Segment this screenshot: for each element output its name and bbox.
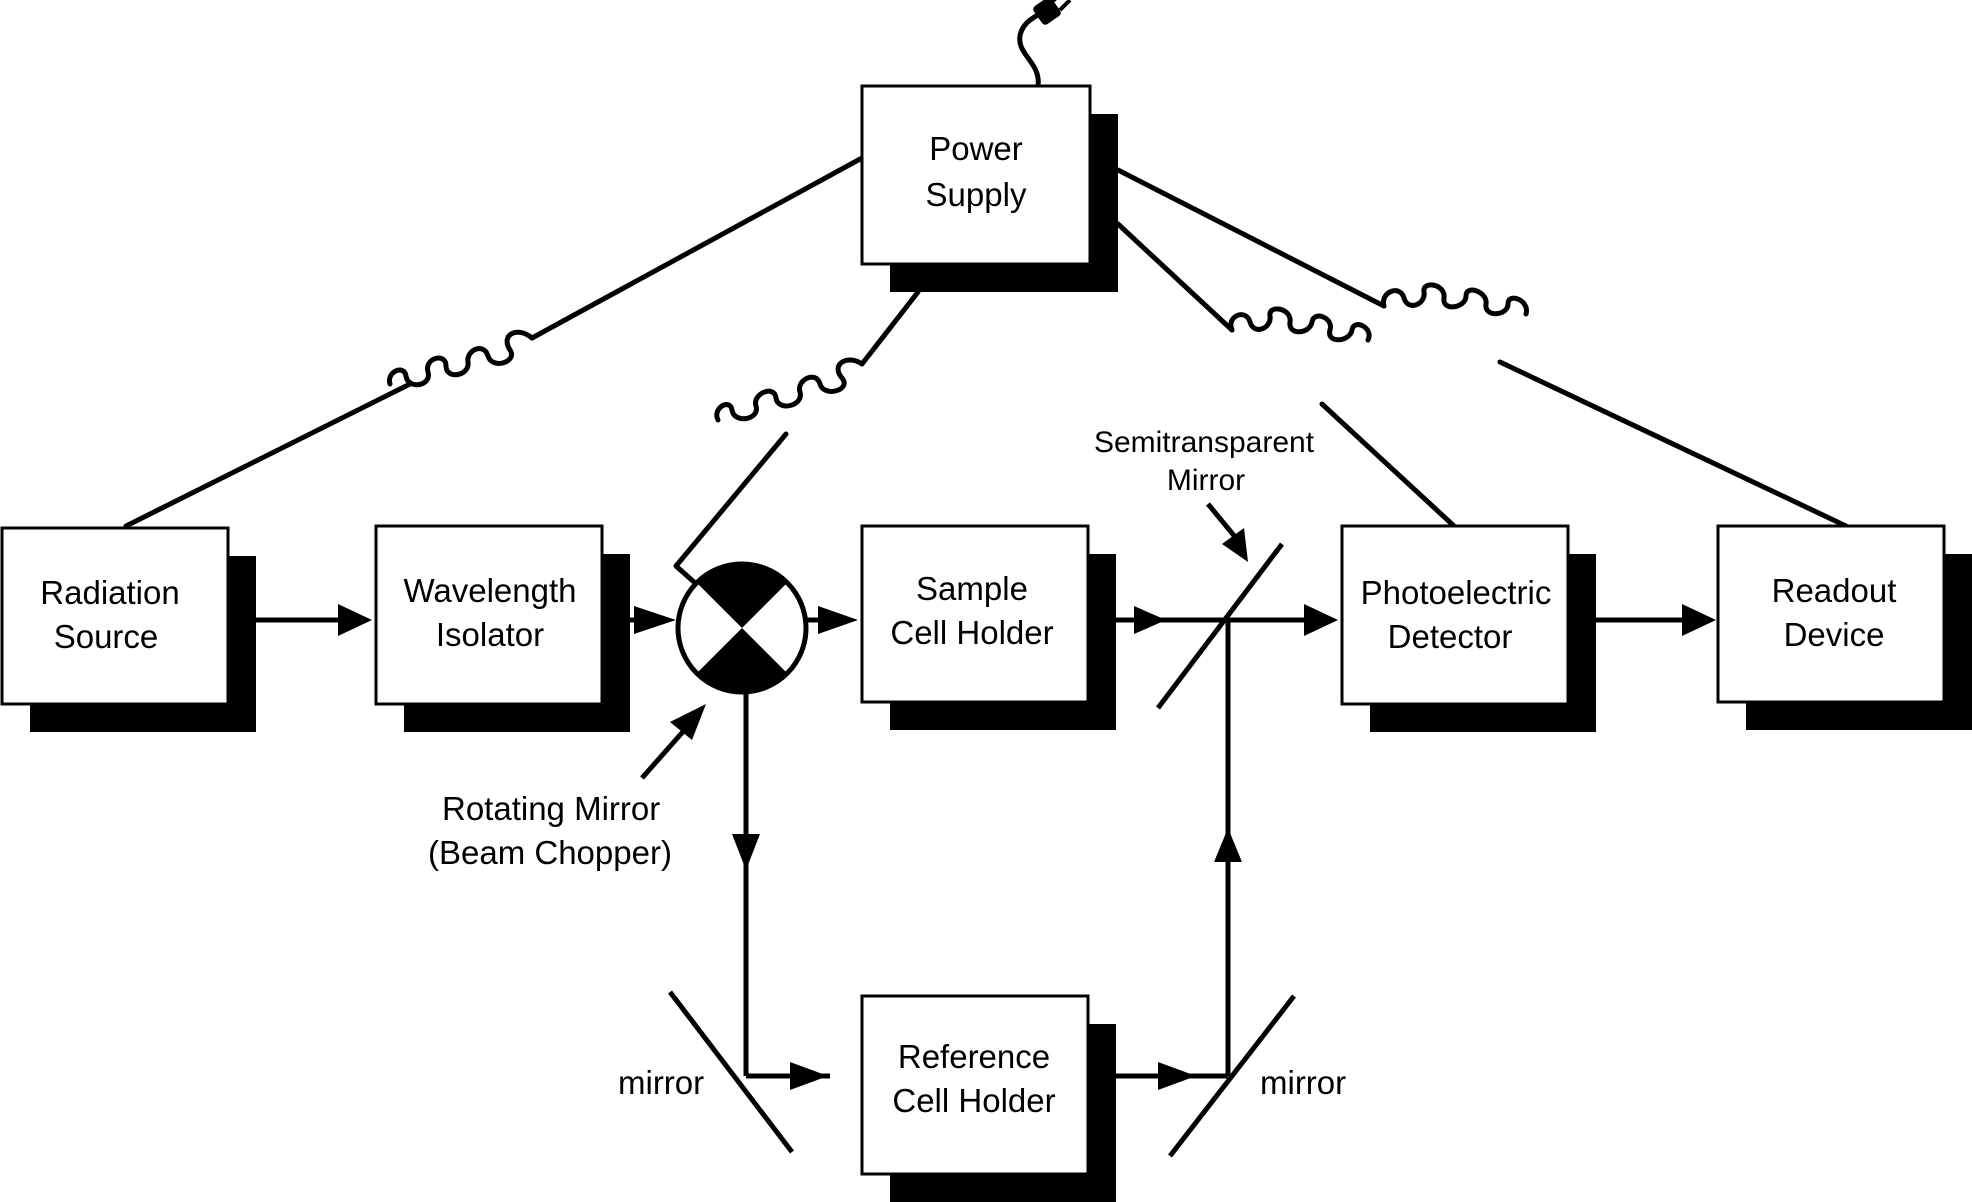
right-mirror-icon [1168,994,1296,1158]
rotating-mirror-label-2: (Beam Chopper) [428,834,672,871]
radiation-source-label-1: Radiation [40,574,179,611]
readout-device-label-1: Readout [1772,572,1897,609]
wavelength-isolator-box: Wavelength Isolator [374,524,630,732]
power-plug-icon [1017,0,1072,89]
semitransparent-mirror-label-2: Mirror [1167,464,1245,497]
coil-radiation-source [386,329,535,388]
reference-cell-holder-label-2: Cell Holder [892,1082,1055,1119]
annotation-arrows [640,502,1248,780]
wire-to-chopper [859,289,921,367]
power-wires [123,155,1849,585]
sample-cell-holder-box: Sample Cell Holder [860,524,1116,730]
rotating-mirror-label-1: Rotating Mirror [442,790,660,827]
photoelectric-detector-box: Photoelectric Detector [1340,524,1596,732]
power-supply-label-1: Power [929,130,1023,167]
semitransparent-mirror-label-1: Semitransparent [1094,426,1315,459]
coil-detector [1228,306,1372,343]
wire-to-radiation-source [529,155,865,341]
left-mirror-label: mirror [618,1064,704,1101]
photoelectric-detector-label-1: Photoelectric [1361,574,1552,611]
photoelectric-detector-label-2: Detector [1388,618,1513,655]
beam-chopper-icon [675,561,809,695]
semitransparent-mirror-icon [1156,542,1284,710]
radiation-source-label-2: Source [54,618,159,655]
wavelength-isolator-label-2: Isolator [436,616,544,653]
wire-to-readout [1115,167,1387,309]
coil-readout [1381,282,1529,317]
beam-path [256,604,1716,1090]
right-mirror-label: mirror [1260,1064,1346,1101]
wavelength-isolator-label-1: Wavelength [403,572,576,609]
coil-chopper [714,357,865,423]
readout-device-box: Readout Device [1716,524,1972,730]
left-mirror-icon [668,990,794,1154]
sample-cell-holder-label-1: Sample [916,570,1028,607]
power-supply-label-2: Supply [926,176,1027,213]
reference-cell-holder-label-1: Reference [898,1038,1050,1075]
reference-cell-holder-box: Reference Cell Holder [860,994,1116,1202]
readout-device-label-2: Device [1784,616,1885,653]
wire-to-detector [1115,221,1235,333]
sample-cell-holder-label-2: Cell Holder [890,614,1053,651]
power-supply-box: Power Supply [860,84,1118,292]
radiation-source-box: Radiation Source [0,526,256,732]
